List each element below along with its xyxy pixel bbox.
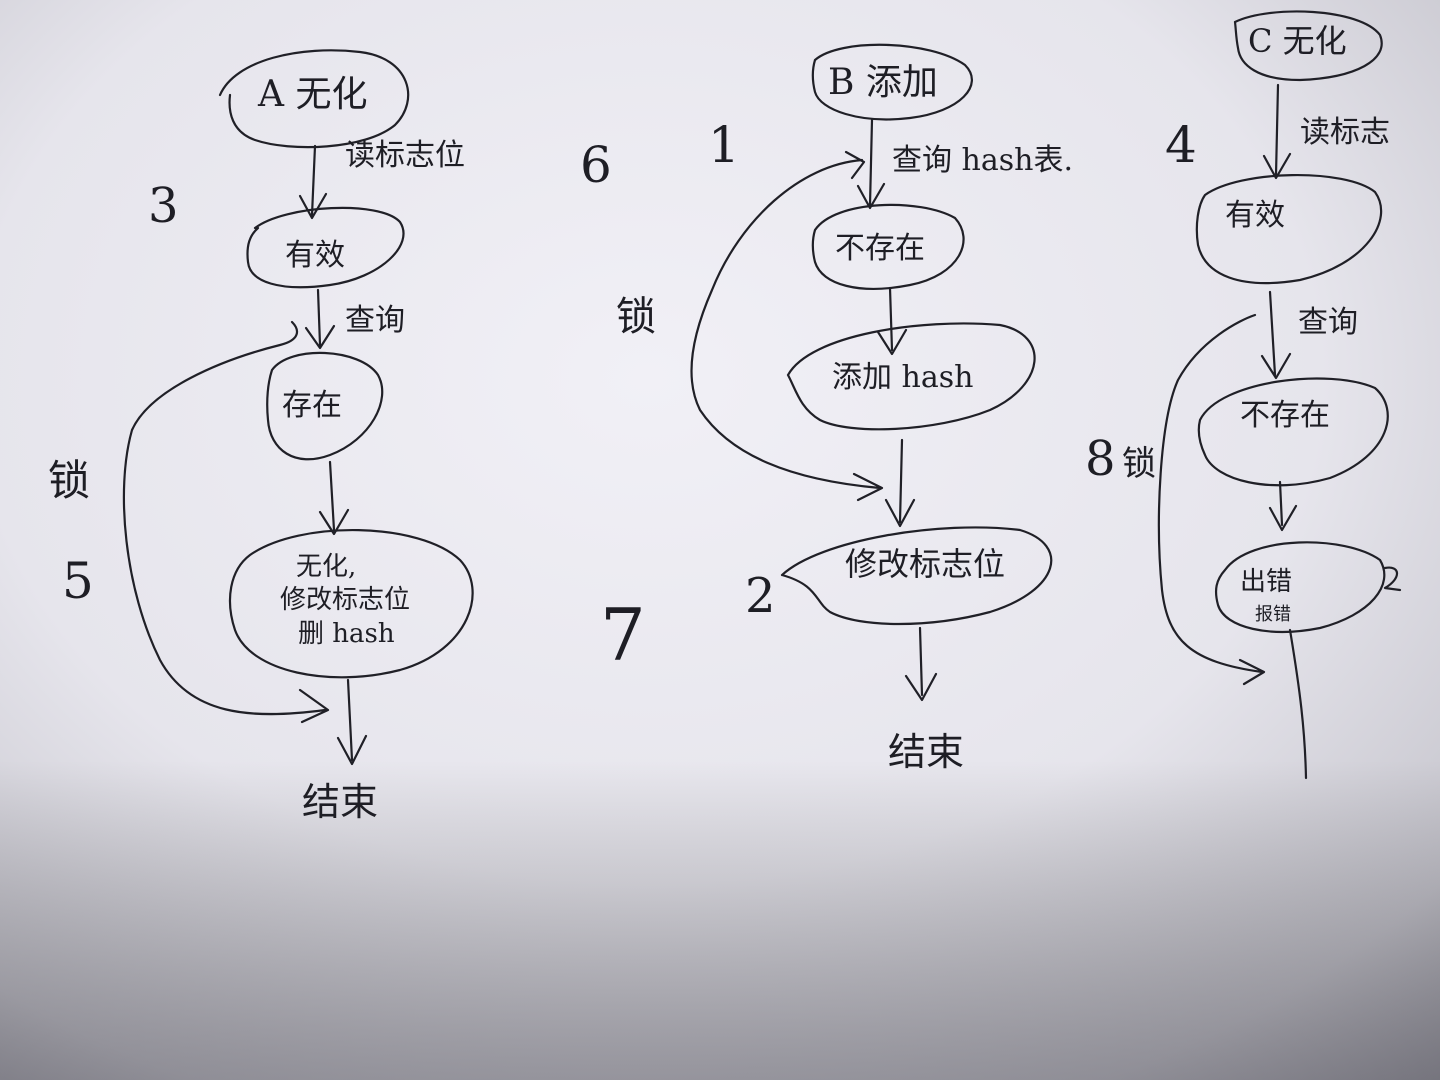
flow-c-read-label: 读标志 [1300,115,1390,150]
flow-b-add-label: 添加 hash [832,360,973,395]
flow-a-arrow-1 [298,144,328,220]
flow-a-arrow-4 [336,678,368,766]
flow-b-arrow-3 [884,438,916,528]
flow-b-lock-label: 锁 [616,294,656,340]
flow-a-lock-label: 锁 [48,456,90,505]
flow-a-lock-arc [122,320,330,724]
node-c-error [1214,541,1386,633]
node-c-not-exists [1197,377,1389,487]
flow-c-arrow-1 [1262,83,1292,180]
flow-c-start-label: C 无化 [1248,22,1347,60]
node-a-valid [246,206,405,289]
step-number-1: 1 [708,116,740,174]
flow-a-action-line3: 删 hash [298,619,395,649]
paper-shadow [0,760,1440,1080]
flow-a-action-line1: 无化, [296,552,356,582]
node-a-exists [266,351,384,461]
step-number-5: 5 [62,552,94,610]
step-number-8: 8 [1085,431,1116,487]
flow-a: A 无化 读标志位 有效 查询 存在 无化, 修改标志位 删 hash 结束 锁 [48,49,474,824]
flow-b-arrow-2 [876,286,908,356]
flow-a-end-label: 结束 [302,780,378,824]
node-c-start [1233,10,1383,82]
flow-c-not-exists-label: 不存在 [1240,398,1330,433]
flow-b-arrow-1 [856,118,886,210]
flow-b-query-label: 查询 hash表. [892,143,1073,178]
flow-b-arrow-4 [904,626,938,702]
flow-c-valid-label: 有效 [1225,198,1285,233]
node-b-start [811,43,973,121]
step-number-4: 4 [1165,116,1197,174]
flow-c-error-line2: 报错 [1255,604,1291,625]
flow-b-lock-arc [690,150,884,502]
step-number-7: 7 [600,593,646,677]
flow-a-exists-label: 存在 [282,388,342,423]
flow-b: B 添加 查询 hash表. 不存在 添加 hash 修改标志位 结束 锁 [616,43,1073,774]
flow-c-error-mark [1383,566,1402,592]
flow-c: C 无化 读标志 有效 查询 不存在 出错 报错 锁 [1122,10,1402,780]
flow-c-arrow-3 [1268,480,1298,532]
flow-b-end-label: 结束 [888,730,964,774]
flow-a-arrow-2 [304,288,336,350]
flow-c-lock-arc [1157,313,1266,686]
flow-c-arrow-2 [1260,290,1292,380]
flow-a-arrow-3 [318,460,350,536]
flow-c-query-label: 查询 [1298,305,1358,340]
flow-a-start-label: A 无化 [257,74,367,115]
node-b-modify [780,526,1053,626]
flow-b-modify-label: 修改标志位 [845,545,1005,583]
node-a-action [228,529,474,679]
node-b-not-exists [811,203,965,290]
flow-a-action-line2: 修改标志位 [280,585,410,615]
flow-b-not-exists-label: 不存在 [835,231,925,266]
node-c-valid [1195,174,1383,285]
step-numbers: 1 2 3 4 5 6 7 8 [62,116,1197,677]
flow-a-read-label: 读标志位 [345,138,465,173]
step-number-6: 6 [580,136,612,194]
step-number-2: 2 [745,568,776,624]
node-b-add [786,322,1036,431]
flow-c-arrow-4 [1288,628,1308,780]
flow-a-query-label: 查询 [345,303,405,338]
flow-a-valid-label: 有效 [285,238,345,273]
flow-c-error-line1: 出错 [1240,567,1292,597]
step-number-3: 3 [148,178,179,234]
flow-c-lock-label: 锁 [1122,444,1156,484]
flow-b-start-label: B 添加 [828,62,938,103]
node-a-start [218,49,410,149]
